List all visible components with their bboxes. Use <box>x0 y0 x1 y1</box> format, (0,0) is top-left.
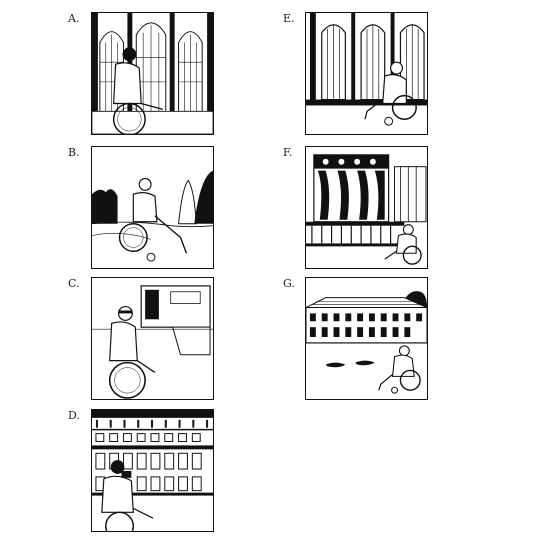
label-b: B. <box>68 146 80 159</box>
vehicle-illustration <box>92 278 213 399</box>
panel-f-stage <box>305 146 428 269</box>
label-a: A. <box>68 12 80 25</box>
panel-c-vehicle <box>91 277 214 400</box>
stage-illustration <box>306 147 427 268</box>
panel-g-plaza <box>305 277 428 400</box>
label-c: C. <box>68 277 80 290</box>
panel-b-outdoor <box>91 146 214 269</box>
cathedral-illustration <box>92 13 213 134</box>
label-d: D. <box>68 409 80 422</box>
facade-illustration <box>92 410 213 531</box>
panel-d-facade <box>91 409 214 532</box>
hall-illustration <box>306 13 427 134</box>
label-g: G. <box>283 277 295 290</box>
label-e: E. <box>283 12 295 25</box>
label-f: F. <box>283 146 293 159</box>
panel-a-cathedral <box>91 12 214 135</box>
outdoor-illustration <box>92 147 213 268</box>
panel-e-hall <box>305 12 428 135</box>
plaza-illustration <box>306 278 427 399</box>
